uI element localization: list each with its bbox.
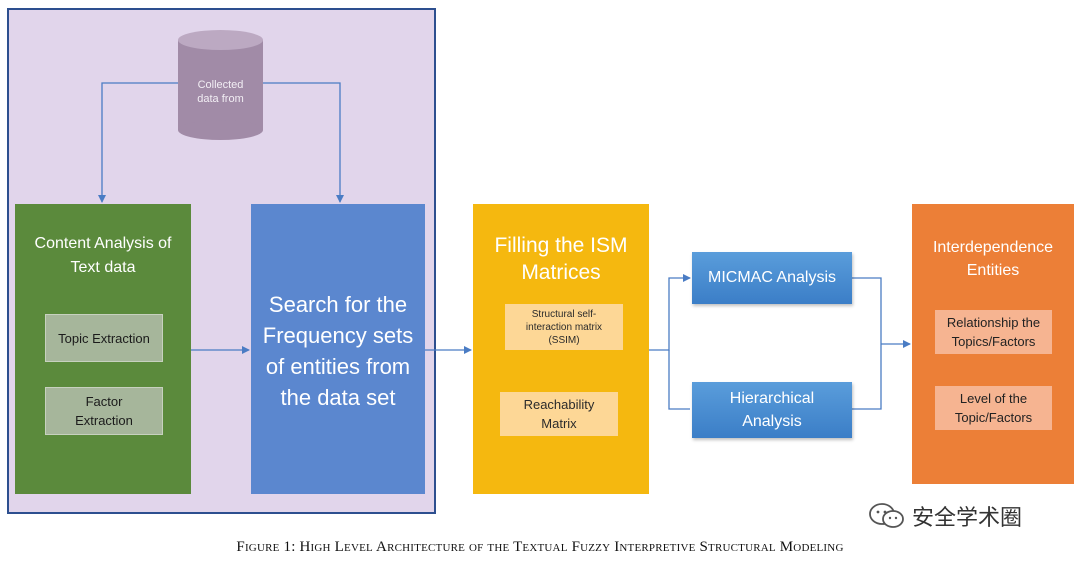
content-analysis-title: Content Analysis of Text data: [31, 232, 176, 280]
level-line2: Topic/Factors: [954, 410, 1033, 425]
search-line3: of entities from: [265, 354, 411, 379]
factor-extraction-box: Factor Extraction: [45, 387, 163, 435]
level-line1: Level of the: [959, 391, 1028, 406]
search-line1: Search for the: [268, 292, 408, 317]
content-analysis-title-line2: Text data: [70, 259, 136, 276]
ism-matrices-box: Filling the ISM Matrices Structural self…: [473, 204, 649, 494]
content-analysis-box: Content Analysis of Text data Topic Extr…: [15, 204, 191, 494]
relationship-line1: Relationship the: [946, 315, 1041, 330]
ssim-line3: (SSIM): [548, 334, 580, 346]
interdependence-title-line1: Interdependence: [932, 239, 1054, 256]
topic-extraction-label: Topic Extraction: [58, 330, 150, 346]
topic-extraction-box: Topic Extraction: [45, 314, 163, 362]
arrow-ism-to-micmac: [649, 274, 691, 351]
reachability-line1: Reachability: [523, 397, 595, 412]
database-label-line2: data from: [197, 93, 244, 105]
interdependence-box: Interdependence Entities Relationship th…: [912, 204, 1074, 484]
arrow-micmac-to-interdependence: [852, 277, 882, 410]
search-line4: the data set: [280, 385, 396, 410]
interdependence-title: Interdependence Entities: [933, 236, 1053, 282]
ssim-box: Structural self- interaction matrix (SSI…: [505, 304, 623, 350]
reachability-line2: Matrix: [541, 416, 577, 431]
level-box: Level of the Topic/Factors: [935, 386, 1052, 430]
factor-extraction-line1: Factor: [85, 394, 123, 409]
arrow-ism-to-hierarchical: [668, 350, 690, 410]
search-frequency-box: Search for the Frequency sets of entitie…: [251, 204, 425, 494]
relationship-line2: Topics/Factors: [951, 334, 1036, 349]
arrow-source-to-search: [263, 82, 344, 203]
database-label: Collected data from: [178, 78, 263, 106]
database-label-line1: Collected: [197, 79, 244, 91]
ism-title: Filling the ISM Matrices: [494, 232, 627, 286]
search-frequency-text: Search for the Frequency sets of entitie…: [257, 289, 419, 413]
arrow-source-to-content: [98, 82, 178, 203]
hierarchical-analysis-box: Hierarchical Analysis: [692, 382, 852, 438]
ssim-line1: Structural self-: [531, 308, 597, 320]
wechat-icon: [869, 503, 904, 528]
hierarchical-line2: Analysis: [742, 413, 802, 430]
micmac-label: MICMAC Analysis: [707, 269, 837, 286]
reachability-box: Reachability Matrix: [500, 392, 618, 436]
hierarchical-line1: Hierarchical: [729, 390, 815, 407]
factor-extraction-line2: Extraction: [75, 413, 133, 428]
database-cylinder: [178, 30, 263, 140]
ssim-line2: interaction matrix: [525, 321, 603, 333]
figure-caption: Figure 1: High Level Architecture of the…: [236, 539, 844, 555]
search-line2: Frequency sets: [262, 323, 414, 348]
content-analysis-title-line1: Content Analysis of: [34, 235, 172, 252]
watermark: 安全学术圈: [868, 501, 1022, 531]
interdependence-title-line2: Entities: [966, 262, 1020, 279]
micmac-analysis-box: MICMAC Analysis: [692, 252, 852, 304]
ism-title-line2: Matrices: [521, 261, 601, 284]
ism-title-line1: Filling the ISM: [494, 234, 628, 257]
watermark-text: 安全学术圈: [912, 505, 1023, 530]
relationship-box: Relationship the Topics/Factors: [935, 310, 1052, 354]
